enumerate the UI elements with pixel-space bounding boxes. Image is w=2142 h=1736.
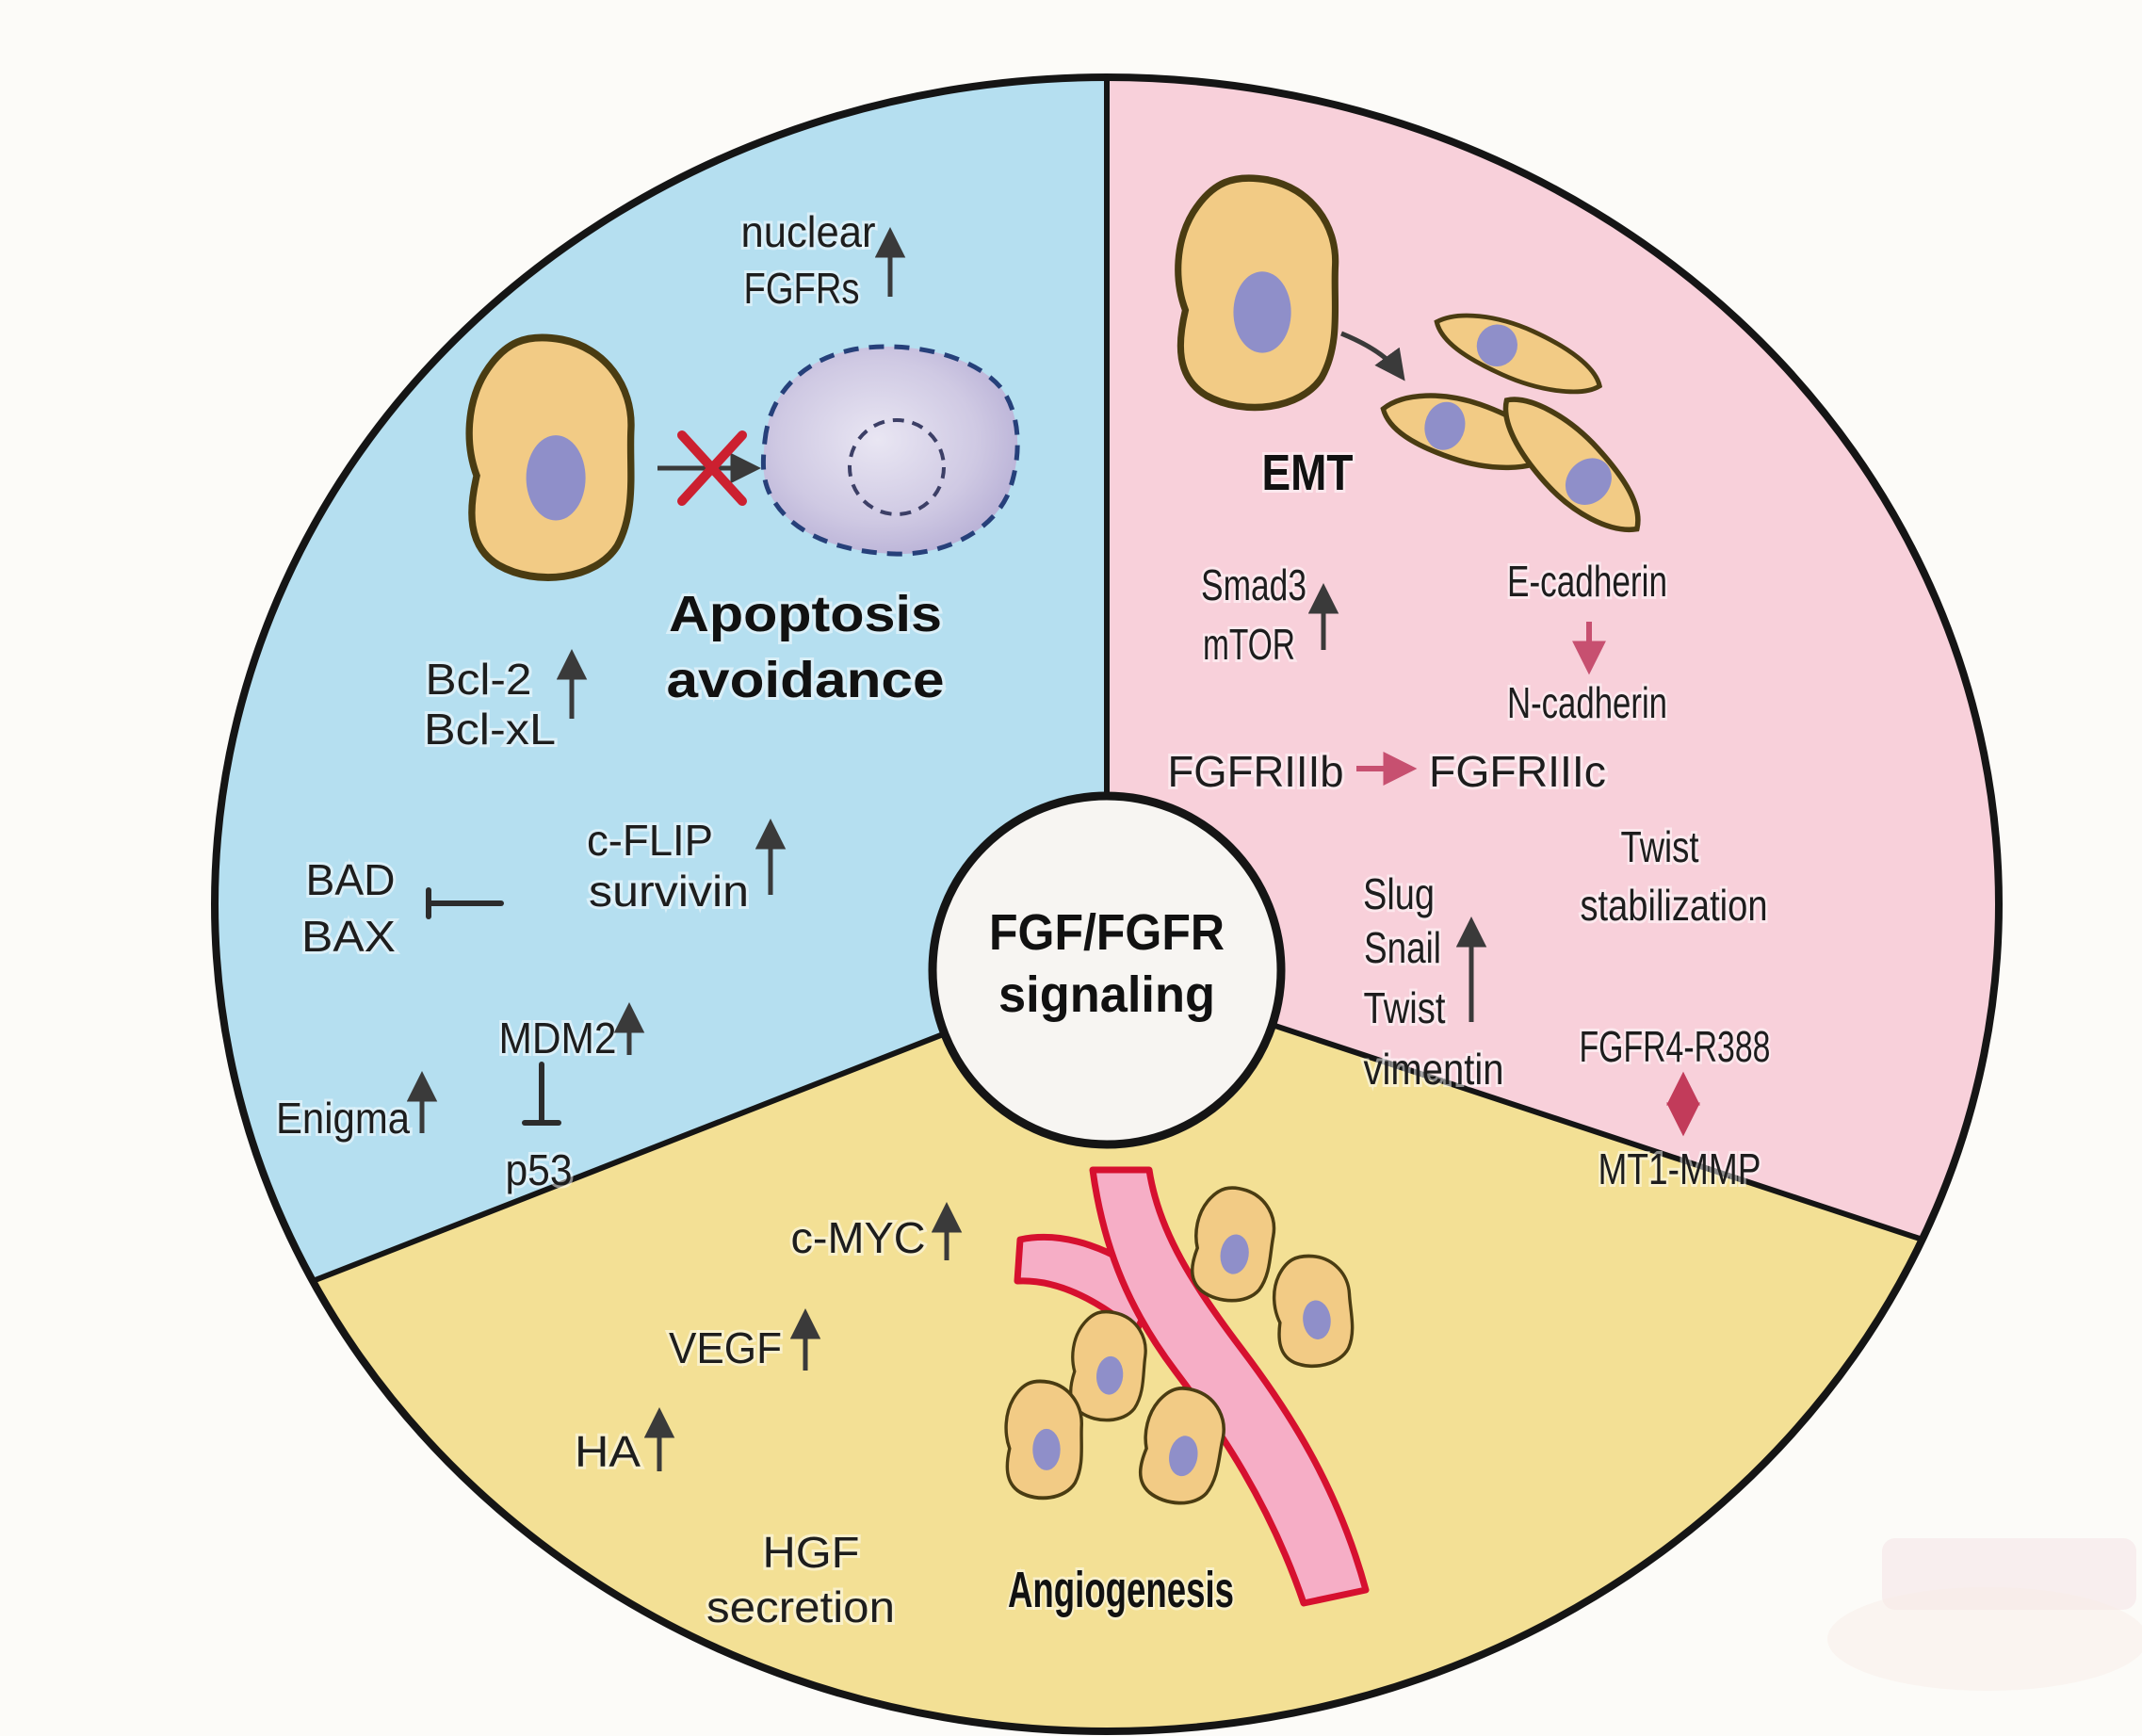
survivin-label: survivin <box>589 867 749 916</box>
center-title-1: FGF/FGFR <box>989 904 1225 961</box>
fgfr4-r388-label: FGFR4-R388 <box>1580 1022 1771 1071</box>
twist-stabilization-label-2: stabilization <box>1581 881 1768 930</box>
bad-label: BAD <box>306 855 396 904</box>
tumor-cell-icon <box>469 337 631 577</box>
watermark-smudge <box>1827 1587 2142 1691</box>
cflip-label: c-FLIP <box>587 816 713 865</box>
twist-label: Twist <box>1364 983 1446 1032</box>
enigma-label: Enigma <box>276 1094 410 1143</box>
inhibition-bar-bad-bax <box>426 887 504 919</box>
apoptotic-cell-icon <box>760 344 1020 557</box>
center-title-2: signaling <box>998 966 1215 1023</box>
bcl2-label: Bcl-2 <box>426 655 532 704</box>
center-circle <box>928 791 1286 1149</box>
p53-label: p53 <box>506 1145 573 1194</box>
epithelial-cell-icon <box>1178 178 1336 407</box>
apoptosis-title-2: avoidance <box>667 652 945 708</box>
snail-label: Snail <box>1364 923 1441 972</box>
smad3-label: Smad3 <box>1201 560 1306 609</box>
inhibition-bar-mdm2-p53 <box>522 1062 561 1126</box>
mt1-mmp-label: MT1-MMP <box>1598 1144 1761 1193</box>
mtor-label: mTOR <box>1203 620 1295 669</box>
watermark-smudge <box>1882 1538 2136 1610</box>
hgf-label-2: secretion <box>706 1582 895 1631</box>
red-x-icon <box>677 430 747 506</box>
emt-title: EMT <box>1262 445 1354 501</box>
fgfriiib-label: FGFRIIIb <box>1168 747 1344 796</box>
diagram-outline <box>211 73 2003 1735</box>
apoptosis-avoidance-group: nuclear FGFRs Apoptosis avoidance Bcl-2 … <box>273 204 1020 1197</box>
vimentin-label: vimentin <box>1364 1045 1504 1094</box>
tumor-cell-icon <box>1004 1379 1084 1501</box>
nuclear-fgfrs-label-1: nuclear <box>741 207 876 256</box>
bclxl-label: Bcl-xL <box>424 705 556 754</box>
fgfriiic-label: FGFRIIIc <box>1429 747 1606 796</box>
angiogenesis-title: Angiogenesis <box>1008 1562 1234 1618</box>
center-hub: FGF/FGFR signaling <box>928 791 1286 1149</box>
slug-label: Slug <box>1363 869 1435 918</box>
nuclear-fgfrs-label-2: FGFRs <box>744 264 860 313</box>
bax-label: BAX <box>301 912 396 961</box>
apoptotic-nucleus-icon <box>848 418 946 516</box>
vegf-label: VEGF <box>669 1323 782 1372</box>
blood-vessel-icon <box>1089 1166 1370 1607</box>
angiogenesis-group: c-MYC VEGF HA HGF secretion Angiogenesis <box>572 1166 1370 1634</box>
ha-label: HA <box>575 1427 641 1476</box>
cmyc-label: c-MYC <box>791 1213 926 1262</box>
n-cadherin-label: N-cadherin <box>1507 678 1667 727</box>
hgf-label-1: HGF <box>763 1528 860 1577</box>
e-cadherin-label: E-cadherin <box>1507 557 1667 606</box>
apoptosis-title-1: Apoptosis <box>669 586 942 642</box>
emt-transition-arrow <box>1340 331 1405 381</box>
emt-group: EMT Smad3 mTOR E-cadherin N-cadherin FGF… <box>1165 178 1774 1196</box>
mdm2-label: MDM2 <box>499 1014 617 1063</box>
twist-stabilization-label-1: Twist <box>1621 822 1699 871</box>
